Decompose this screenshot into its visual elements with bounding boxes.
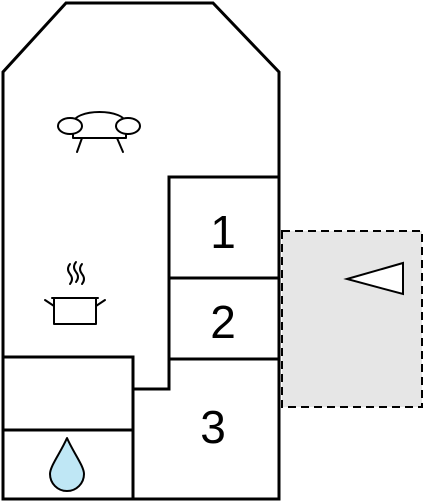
storage-walls: [3, 355, 135, 499]
room-label-2: 2: [210, 296, 236, 348]
terrace-area: [281, 230, 423, 408]
entrance-arrow-icon: [343, 261, 404, 296]
room-label-3: 3: [200, 401, 226, 453]
hall-wall: [133, 359, 171, 391]
cooking-pot-icon: [44, 261, 106, 325]
room-label-1: 1: [210, 206, 236, 258]
water-drop-icon: [49, 437, 85, 492]
sofa-icon: [57, 111, 141, 153]
bedroom-1-walls: [167, 175, 279, 280]
outer-wall: [1, 1, 281, 501]
